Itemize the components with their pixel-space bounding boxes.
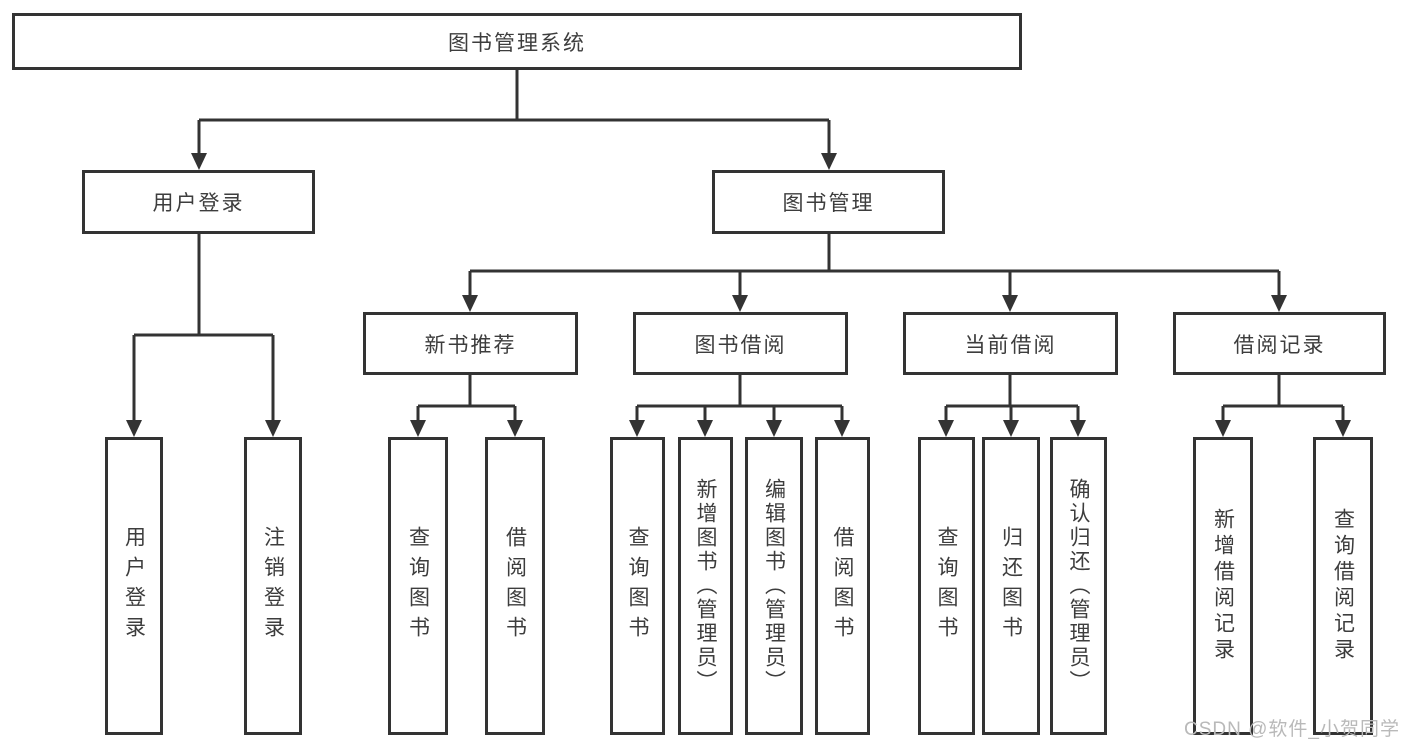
- leaf-edit-books-admin: 编辑图书（管理员）: [745, 437, 803, 735]
- node-book-borrowing: 图书借阅: [633, 312, 848, 375]
- leaf-query-books-recommend: 查询图书: [388, 437, 448, 735]
- leaf-borrow-books-recommend: 借阅图书: [485, 437, 545, 735]
- leaf-query-borrow-record: 查询借阅记录: [1313, 437, 1373, 735]
- leaf-query-books-current: 查询图书: [918, 437, 975, 735]
- leaf-confirm-return-admin: 确认归还（管理员）: [1050, 437, 1107, 735]
- node-new-book-recommend: 新书推荐: [363, 312, 578, 375]
- node-user-login: 用户登录: [82, 170, 315, 234]
- leaf-return-books: 归还图书: [982, 437, 1040, 735]
- leaf-query-books-borrowing: 查询图书: [610, 437, 665, 735]
- node-book-management: 图书管理: [712, 170, 945, 234]
- node-library-management-system: 图书管理系统: [12, 13, 1022, 70]
- node-borrowing-records: 借阅记录: [1173, 312, 1386, 375]
- leaf-borrow-books: 借阅图书: [815, 437, 870, 735]
- leaf-add-borrow-record: 新增借阅记录: [1193, 437, 1253, 735]
- leaf-add-books-admin: 新增图书（管理员）: [678, 437, 733, 735]
- csdn-watermark: CSDN @软件_小贺同学: [1184, 719, 1400, 740]
- node-current-borrowing: 当前借阅: [903, 312, 1118, 375]
- leaf-logout: 注销登录: [244, 437, 302, 735]
- leaf-user-login: 用户登录: [105, 437, 163, 735]
